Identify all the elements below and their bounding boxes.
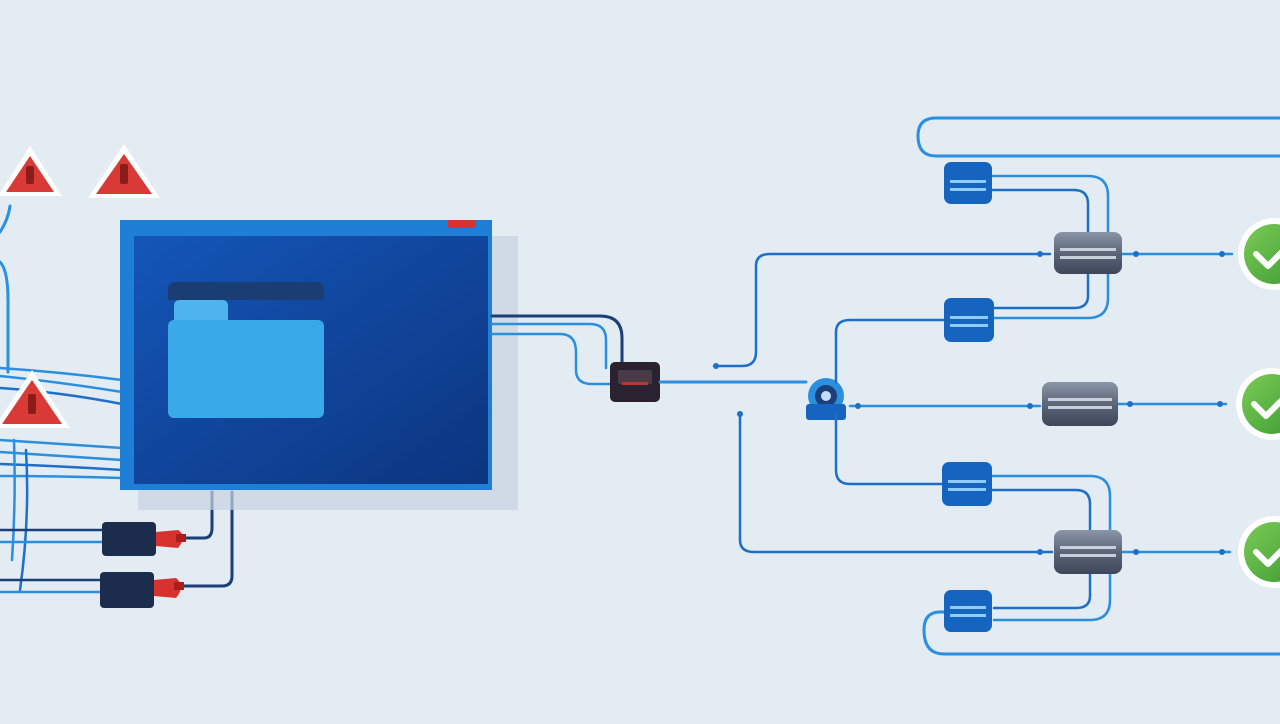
trunk-wires bbox=[658, 252, 1054, 554]
connector-plug bbox=[102, 522, 186, 556]
port-dots bbox=[713, 251, 1225, 555]
relay-node bbox=[942, 462, 992, 506]
source-panel bbox=[120, 220, 518, 510]
relay-node bbox=[944, 162, 992, 204]
hub-connector bbox=[610, 362, 660, 402]
wire bbox=[182, 490, 234, 588]
wire bbox=[0, 386, 124, 406]
check-circle-icon bbox=[1238, 218, 1280, 290]
check-circle-icon bbox=[1236, 368, 1280, 440]
wire bbox=[0, 438, 124, 450]
warning-icon bbox=[88, 144, 160, 198]
wire bbox=[0, 204, 12, 234]
check-circle-icon bbox=[1238, 516, 1280, 588]
wire bbox=[0, 462, 124, 472]
wire bbox=[0, 260, 10, 374]
wire bbox=[0, 366, 124, 382]
wire bbox=[10, 438, 16, 562]
switch-node bbox=[1054, 530, 1122, 574]
wire bbox=[0, 474, 124, 480]
wire bbox=[0, 450, 124, 462]
top-wires bbox=[916, 116, 1280, 320]
wire bbox=[0, 374, 124, 394]
folder-icon bbox=[168, 282, 324, 418]
wire bbox=[182, 490, 214, 540]
warning-icon bbox=[0, 370, 70, 428]
relay-node bbox=[944, 590, 992, 632]
warning-icon bbox=[0, 146, 62, 196]
switch-node bbox=[1042, 382, 1118, 426]
relay-node bbox=[944, 298, 994, 342]
switch-node bbox=[1054, 232, 1122, 274]
wire bbox=[18, 448, 29, 592]
branch-wires bbox=[834, 318, 948, 486]
connector-plug bbox=[100, 572, 184, 608]
left-wires bbox=[0, 204, 234, 594]
panel-wires bbox=[490, 314, 624, 386]
router-node bbox=[806, 378, 846, 420]
status-wires bbox=[1116, 252, 1234, 554]
